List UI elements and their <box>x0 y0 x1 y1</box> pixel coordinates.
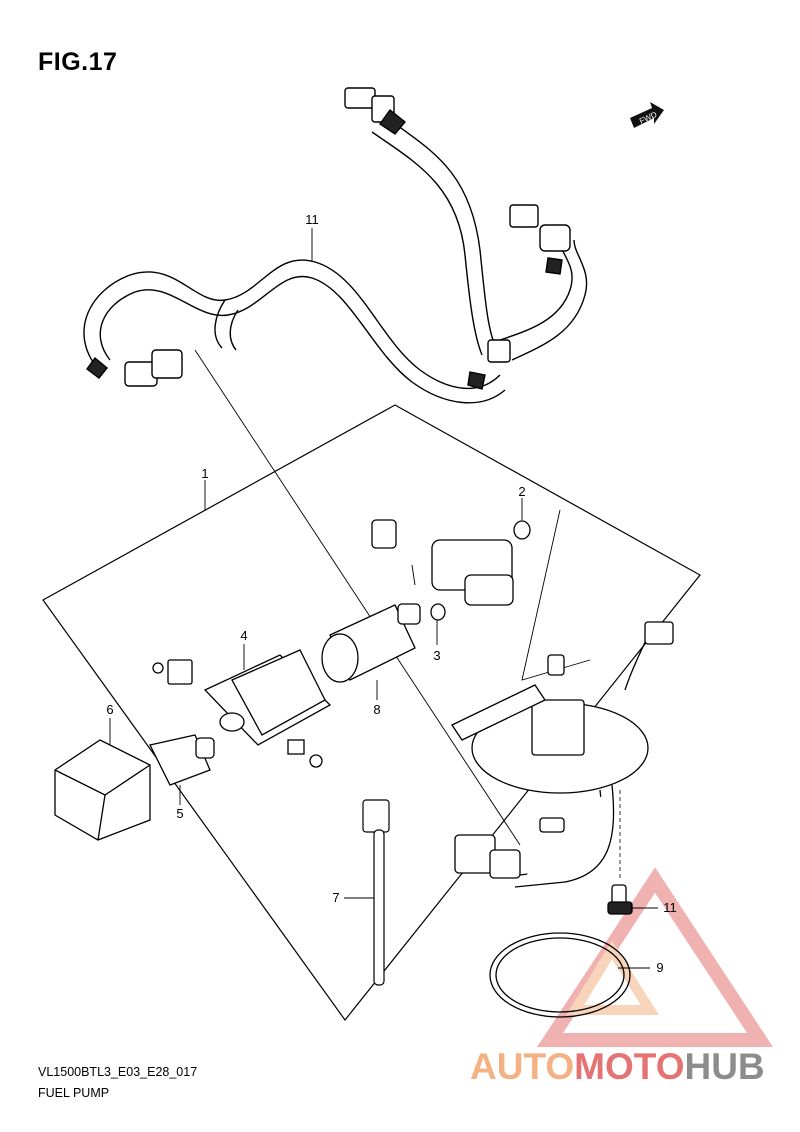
callout-6: 6 <box>106 702 113 717</box>
callout-1: 1 <box>201 466 208 481</box>
callout-leaders <box>109 228 658 969</box>
callout-11: 11 <box>663 900 677 915</box>
clamp-drawing <box>362 799 390 986</box>
model-code: VL1500BTL3_E03_E28_017 <box>38 1065 198 1079</box>
fwd-label: FWD <box>638 110 659 126</box>
bolt-gasket-drawing <box>489 790 633 1018</box>
pump-plate-drawing <box>451 621 674 888</box>
callout-7: 7 <box>332 890 339 905</box>
pump-holder-drawing <box>152 649 332 768</box>
callout-10: 11 <box>305 212 319 227</box>
watermark-part3: HUB <box>684 1046 765 1087</box>
watermark-triangle-icon <box>537 867 773 1047</box>
fuel-connector-drawing <box>371 519 531 621</box>
cover-drawing <box>54 739 151 841</box>
fuel-pump-drawing <box>321 603 421 683</box>
watermark-part1: AUTO <box>470 1046 575 1087</box>
watermark-logo: AUTOMOTOHUB <box>470 1046 765 1088</box>
callout-9: 9 <box>656 960 663 975</box>
callout-3: 3 <box>433 648 440 663</box>
callout-labels: 11 1 2 3 4 8 6 5 7 11 9 <box>106 212 676 975</box>
leader-line <box>194 349 521 846</box>
callout-4: 4 <box>240 628 247 643</box>
callout-2: 2 <box>518 484 525 499</box>
callout-8: 8 <box>373 702 380 717</box>
assembly-outline <box>42 404 701 1021</box>
forward-arrow-icon <box>630 102 664 128</box>
figure-title: FIG.17 <box>38 48 118 76</box>
watermark-part2: MOTO <box>574 1046 685 1087</box>
filter-drawing <box>149 734 215 786</box>
fuel-hose-drawing <box>83 87 588 404</box>
section-name: FUEL PUMP <box>38 1086 110 1100</box>
callout-5: 5 <box>176 806 183 821</box>
